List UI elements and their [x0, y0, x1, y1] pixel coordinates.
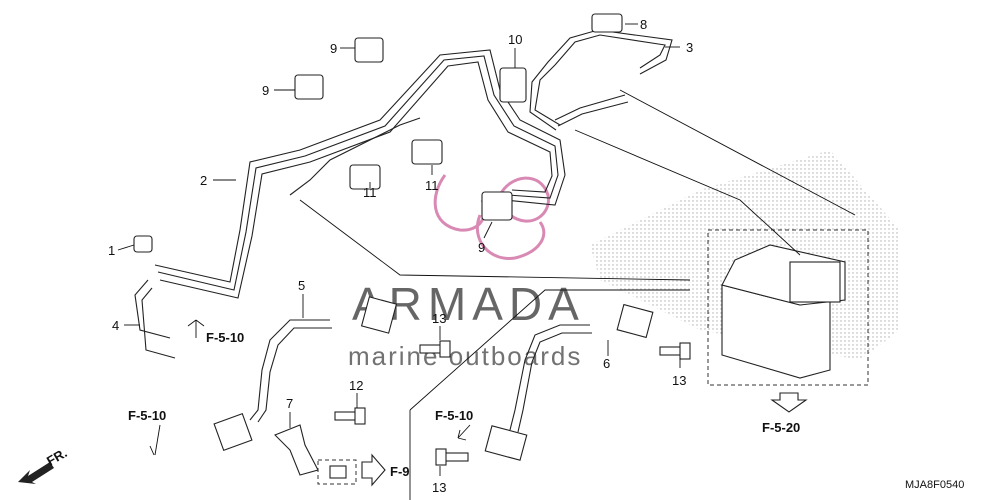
callout-5: 5 — [298, 278, 305, 293]
ref-f-5-10-a[interactable]: F-5-10 — [187, 319, 244, 345]
ref-f-5-10-c-label: F-5-10 — [435, 408, 473, 423]
callout-11a: 11 — [363, 185, 377, 200]
callout-9b: 9 — [262, 83, 269, 98]
callout-9a: 9 — [330, 41, 337, 56]
callout-7: 7 — [286, 396, 293, 411]
ref-f-5-20-label: F-5-20 — [762, 420, 800, 435]
clamp-9a — [354, 37, 384, 63]
ref-f-9-label: F-9 — [390, 464, 410, 479]
callout-6: 6 — [603, 356, 610, 371]
ref-f-5-10-c[interactable]: F-5-10 — [435, 408, 473, 441]
bolt-13a — [419, 340, 451, 358]
callout-1: 1 — [108, 243, 115, 258]
brake-pipe-3 — [529, 29, 673, 131]
clamp-11b — [411, 139, 443, 165]
clamp-10 — [499, 67, 527, 103]
brake-pipe-main — [134, 49, 566, 359]
callout-3: 3 — [686, 40, 693, 55]
front-arrow-icon: FR. — [18, 445, 70, 484]
callout-13c: 13 — [432, 480, 446, 495]
bolt-dashed — [317, 459, 357, 485]
callout-13a: 13 — [432, 311, 446, 326]
callout-12: 12 — [349, 378, 363, 393]
bolt-13c — [435, 448, 469, 466]
brake-hose-5 — [213, 296, 398, 451]
callout-10: 10 — [508, 32, 522, 47]
clamp-11a — [349, 164, 381, 190]
callout-leaders — [117, 23, 681, 476]
clamp-9c — [481, 191, 513, 221]
clamp-1 — [133, 235, 153, 253]
abs-modulator — [707, 229, 869, 386]
ref-f-5-10-b-label: F-5-10 — [128, 408, 166, 423]
bracket-7 — [274, 424, 319, 476]
bolt-13b — [659, 342, 691, 360]
callout-9c: 9 — [478, 240, 485, 255]
ref-f-5-10-b[interactable]: F-5-10 — [128, 408, 166, 456]
callout-13b: 13 — [672, 373, 686, 388]
bolt-12 — [334, 407, 366, 425]
watermark-tagline: marine outboards — [348, 341, 582, 371]
callout-11b: 11 — [425, 178, 439, 193]
ref-f-9[interactable]: F-9 — [361, 453, 410, 487]
callout-4: 4 — [112, 318, 119, 333]
ref-f-5-10-a-label: F-5-10 — [206, 330, 244, 345]
diagram-code: MJA8F0540 — [905, 479, 964, 491]
brake-hose-6 — [484, 303, 654, 461]
clamp-8 — [591, 13, 623, 33]
callout-2: 2 — [200, 173, 207, 188]
ref-f-5-20[interactable]: F-5-20 — [762, 392, 808, 435]
callout-8: 8 — [640, 17, 647, 32]
clamp-9b — [294, 74, 324, 100]
guide-lines — [299, 89, 856, 500]
